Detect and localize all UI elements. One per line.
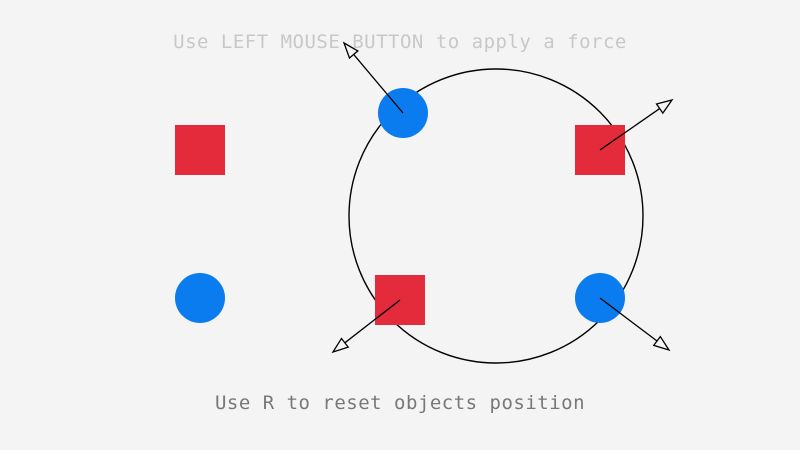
arrowhead-icon bbox=[342, 41, 360, 60]
blue-circle-left[interactable] bbox=[175, 273, 225, 323]
arrowhead-icon bbox=[331, 337, 350, 354]
arrowhead-icon bbox=[652, 335, 671, 352]
arrowhead-icon bbox=[655, 98, 674, 115]
force-arrow-square-center-bottom bbox=[331, 299, 401, 354]
red-square-top-left[interactable] bbox=[175, 125, 225, 175]
large-circle-boundary bbox=[348, 68, 644, 364]
hint-text-reset-objects: Use R to reset objects position bbox=[214, 392, 586, 414]
force-arrow-circle-bottom-right bbox=[599, 297, 671, 352]
hint-text-apply-force: Use LEFT MOUSE BUTTON to apply a force bbox=[173, 31, 627, 53]
force-arrow-square-top-right bbox=[599, 98, 674, 151]
force-arrow-circle-top bbox=[342, 41, 404, 114]
bodies-layer bbox=[175, 88, 625, 325]
force-vectors-layer bbox=[331, 41, 674, 354]
